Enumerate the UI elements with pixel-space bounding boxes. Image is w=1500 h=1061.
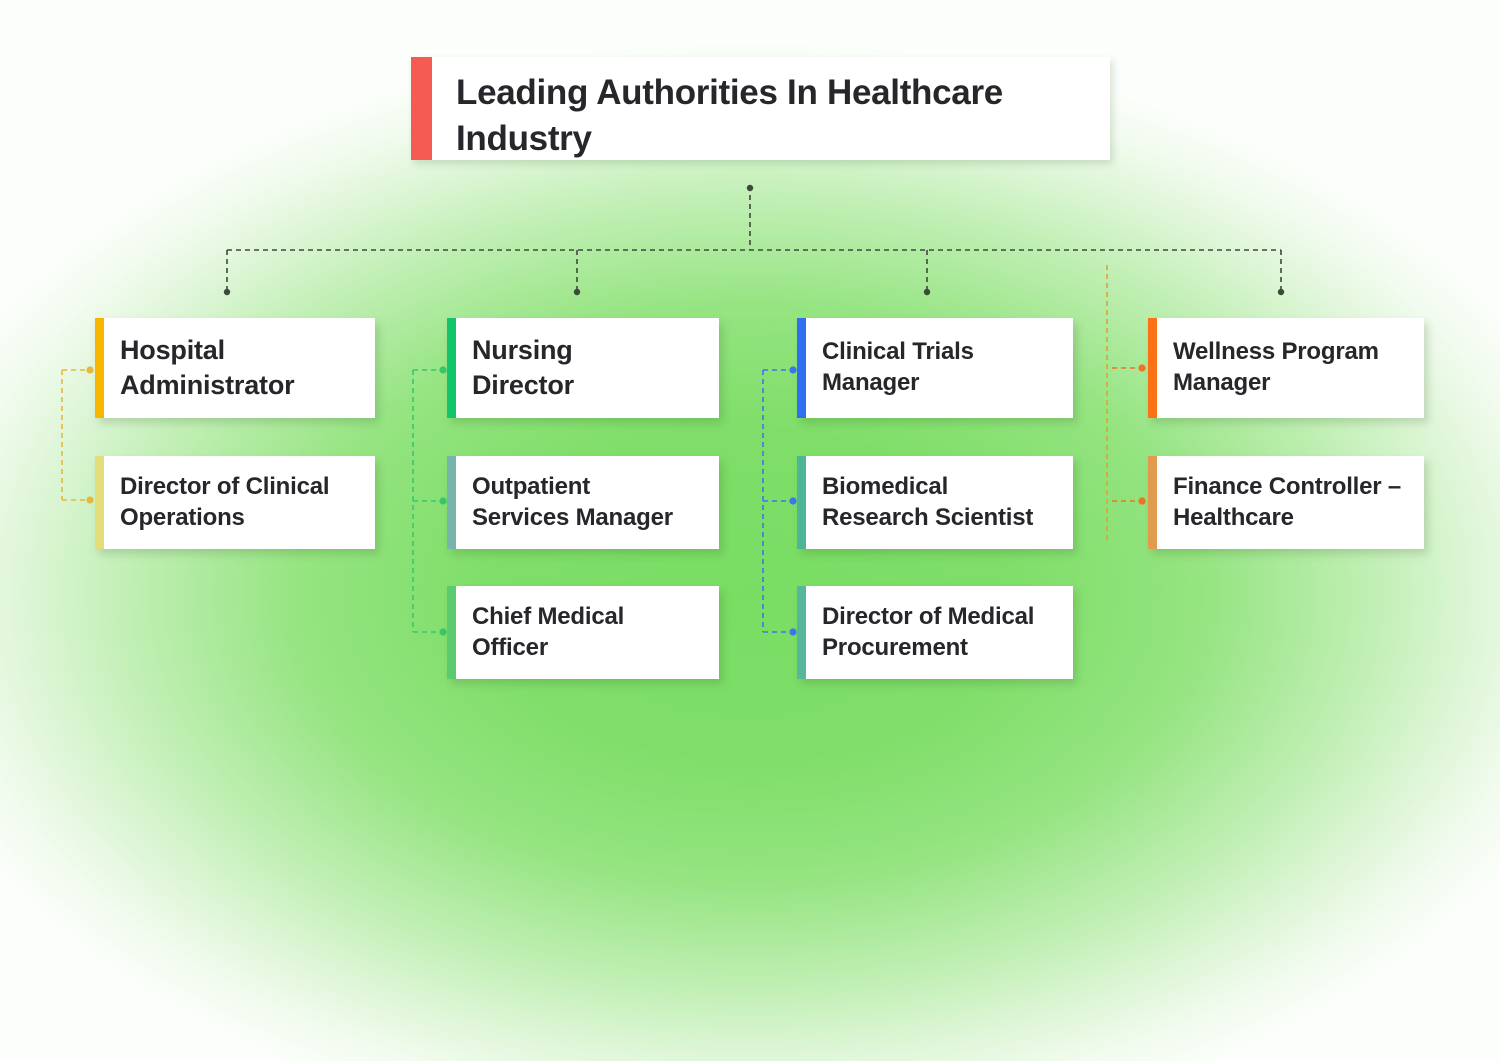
column-4-connectors xyxy=(1106,265,1146,540)
node-label: Clinical Trials Manager xyxy=(822,338,974,396)
node-accent-bar xyxy=(1148,456,1157,549)
node-accent-bar xyxy=(447,318,456,418)
node-label: Hospital Administrator xyxy=(120,335,295,400)
column-1-connectors xyxy=(61,366,94,504)
node-wellness-program-manager[interactable]: Wellness Program Manager xyxy=(1148,318,1424,418)
node-accent-bar xyxy=(797,318,806,418)
node-label: Chief Medical Officer xyxy=(472,602,625,661)
node-accent-bar xyxy=(447,456,456,549)
node-accent-bar xyxy=(95,456,104,549)
node-accent-bar xyxy=(447,586,456,679)
node-outpatient-services-manager[interactable]: Outpatient Services Manager xyxy=(447,456,719,549)
node-chief-medical-officer[interactable]: Chief Medical Officer xyxy=(447,586,719,679)
node-label: Nursing Director xyxy=(472,335,574,400)
title-accent-bar xyxy=(411,57,432,160)
node-label: Outpatient Services Manager xyxy=(472,472,673,531)
node-clinical-trials-manager[interactable]: Clinical Trials Manager xyxy=(797,318,1073,418)
node-accent-bar xyxy=(797,586,806,679)
node-label: Biomedical Research Scientist xyxy=(822,472,1034,531)
node-label: Director of Medical Procurement xyxy=(822,602,1035,661)
chart-title-card: Leading Authorities In Healthcare Indust… xyxy=(411,57,1110,160)
node-accent-bar xyxy=(797,456,806,549)
column-2-connectors xyxy=(412,366,447,636)
node-label: Director of Clinical Operations xyxy=(120,472,330,531)
page-title: Leading Authorities In Healthcare Indust… xyxy=(456,73,1003,159)
node-finance-controller-healthcare[interactable]: Finance Controller – Healthcare xyxy=(1148,456,1424,549)
node-label: Finance Controller – Healthcare xyxy=(1173,472,1402,531)
node-hospital-administrator[interactable]: Hospital Administrator xyxy=(95,318,375,418)
node-director-of-clinical-operations[interactable]: Director of Clinical Operations xyxy=(95,456,375,549)
node-nursing-director[interactable]: Nursing Director xyxy=(447,318,719,418)
column-3-connectors xyxy=(762,366,797,636)
node-label: Wellness Program Manager xyxy=(1173,338,1379,396)
node-director-of-medical-procurement[interactable]: Director of Medical Procurement xyxy=(797,586,1073,679)
node-accent-bar xyxy=(95,318,104,418)
node-accent-bar xyxy=(1148,318,1157,418)
trunk-connector xyxy=(223,184,1285,296)
node-biomedical-research-scientist[interactable]: Biomedical Research Scientist xyxy=(797,456,1073,549)
